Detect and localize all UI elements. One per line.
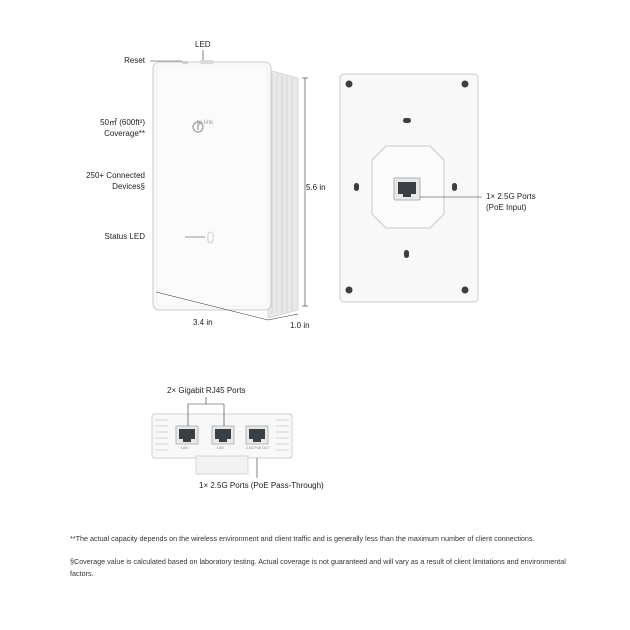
devices-label-line1: 250+ Connected xyxy=(86,171,145,180)
back-port-label-line1: 1× 2.5G Ports xyxy=(486,192,536,201)
bottom-port-poe-out xyxy=(245,425,269,445)
tp-link-logo xyxy=(192,121,204,133)
back-rj45-port xyxy=(393,177,421,201)
depth-dimension-label: 1.0 in xyxy=(290,321,310,330)
height-dimension-label: 5.6 in xyxy=(306,183,326,192)
bottom-leader-lines xyxy=(187,397,258,478)
port-caption-1: LAN xyxy=(181,446,188,450)
front-leader-lines xyxy=(150,50,205,238)
bottom-vent-fins xyxy=(155,419,289,451)
port-caption-3: 2.5G PoE OUT xyxy=(246,446,270,450)
bottom-port-lan1 xyxy=(175,425,199,445)
logo-text: tp-link xyxy=(197,120,214,126)
reset-label: Reset xyxy=(124,56,145,65)
devices-label-line2: Devices§ xyxy=(112,182,145,191)
passthrough-port-label: 1× 2.5G Ports (PoE Pass-Through) xyxy=(199,481,324,490)
back-mount-slots xyxy=(354,118,457,258)
port-caption-2: LAN xyxy=(217,446,224,450)
back-screw-holes xyxy=(345,80,469,294)
status-led-label: Status LED xyxy=(104,232,145,241)
reset-hole xyxy=(182,61,188,64)
footnote-capacity: **The actual capacity depends on the wir… xyxy=(70,534,535,543)
coverage-label-line1: 50㎡ (600ft²) xyxy=(100,118,145,127)
bottom-port-lan2 xyxy=(211,425,235,445)
front-device-side-fins xyxy=(267,69,299,319)
footnote-coverage: §Coverage value is calculated based on l… xyxy=(70,557,566,578)
front-dimension-lines xyxy=(155,77,308,321)
led-label: LED xyxy=(195,40,211,49)
status-led xyxy=(207,231,214,244)
rj45-ports-label: 2× Gigabit RJ45 Ports xyxy=(167,386,246,395)
led-window xyxy=(200,60,214,64)
width-dimension-label: 3.4 in xyxy=(193,318,213,327)
back-port-label-line2: (PoE Input) xyxy=(486,203,527,212)
coverage-label-line2: Coverage** xyxy=(104,129,145,138)
bottom-mount-tab xyxy=(195,455,249,475)
